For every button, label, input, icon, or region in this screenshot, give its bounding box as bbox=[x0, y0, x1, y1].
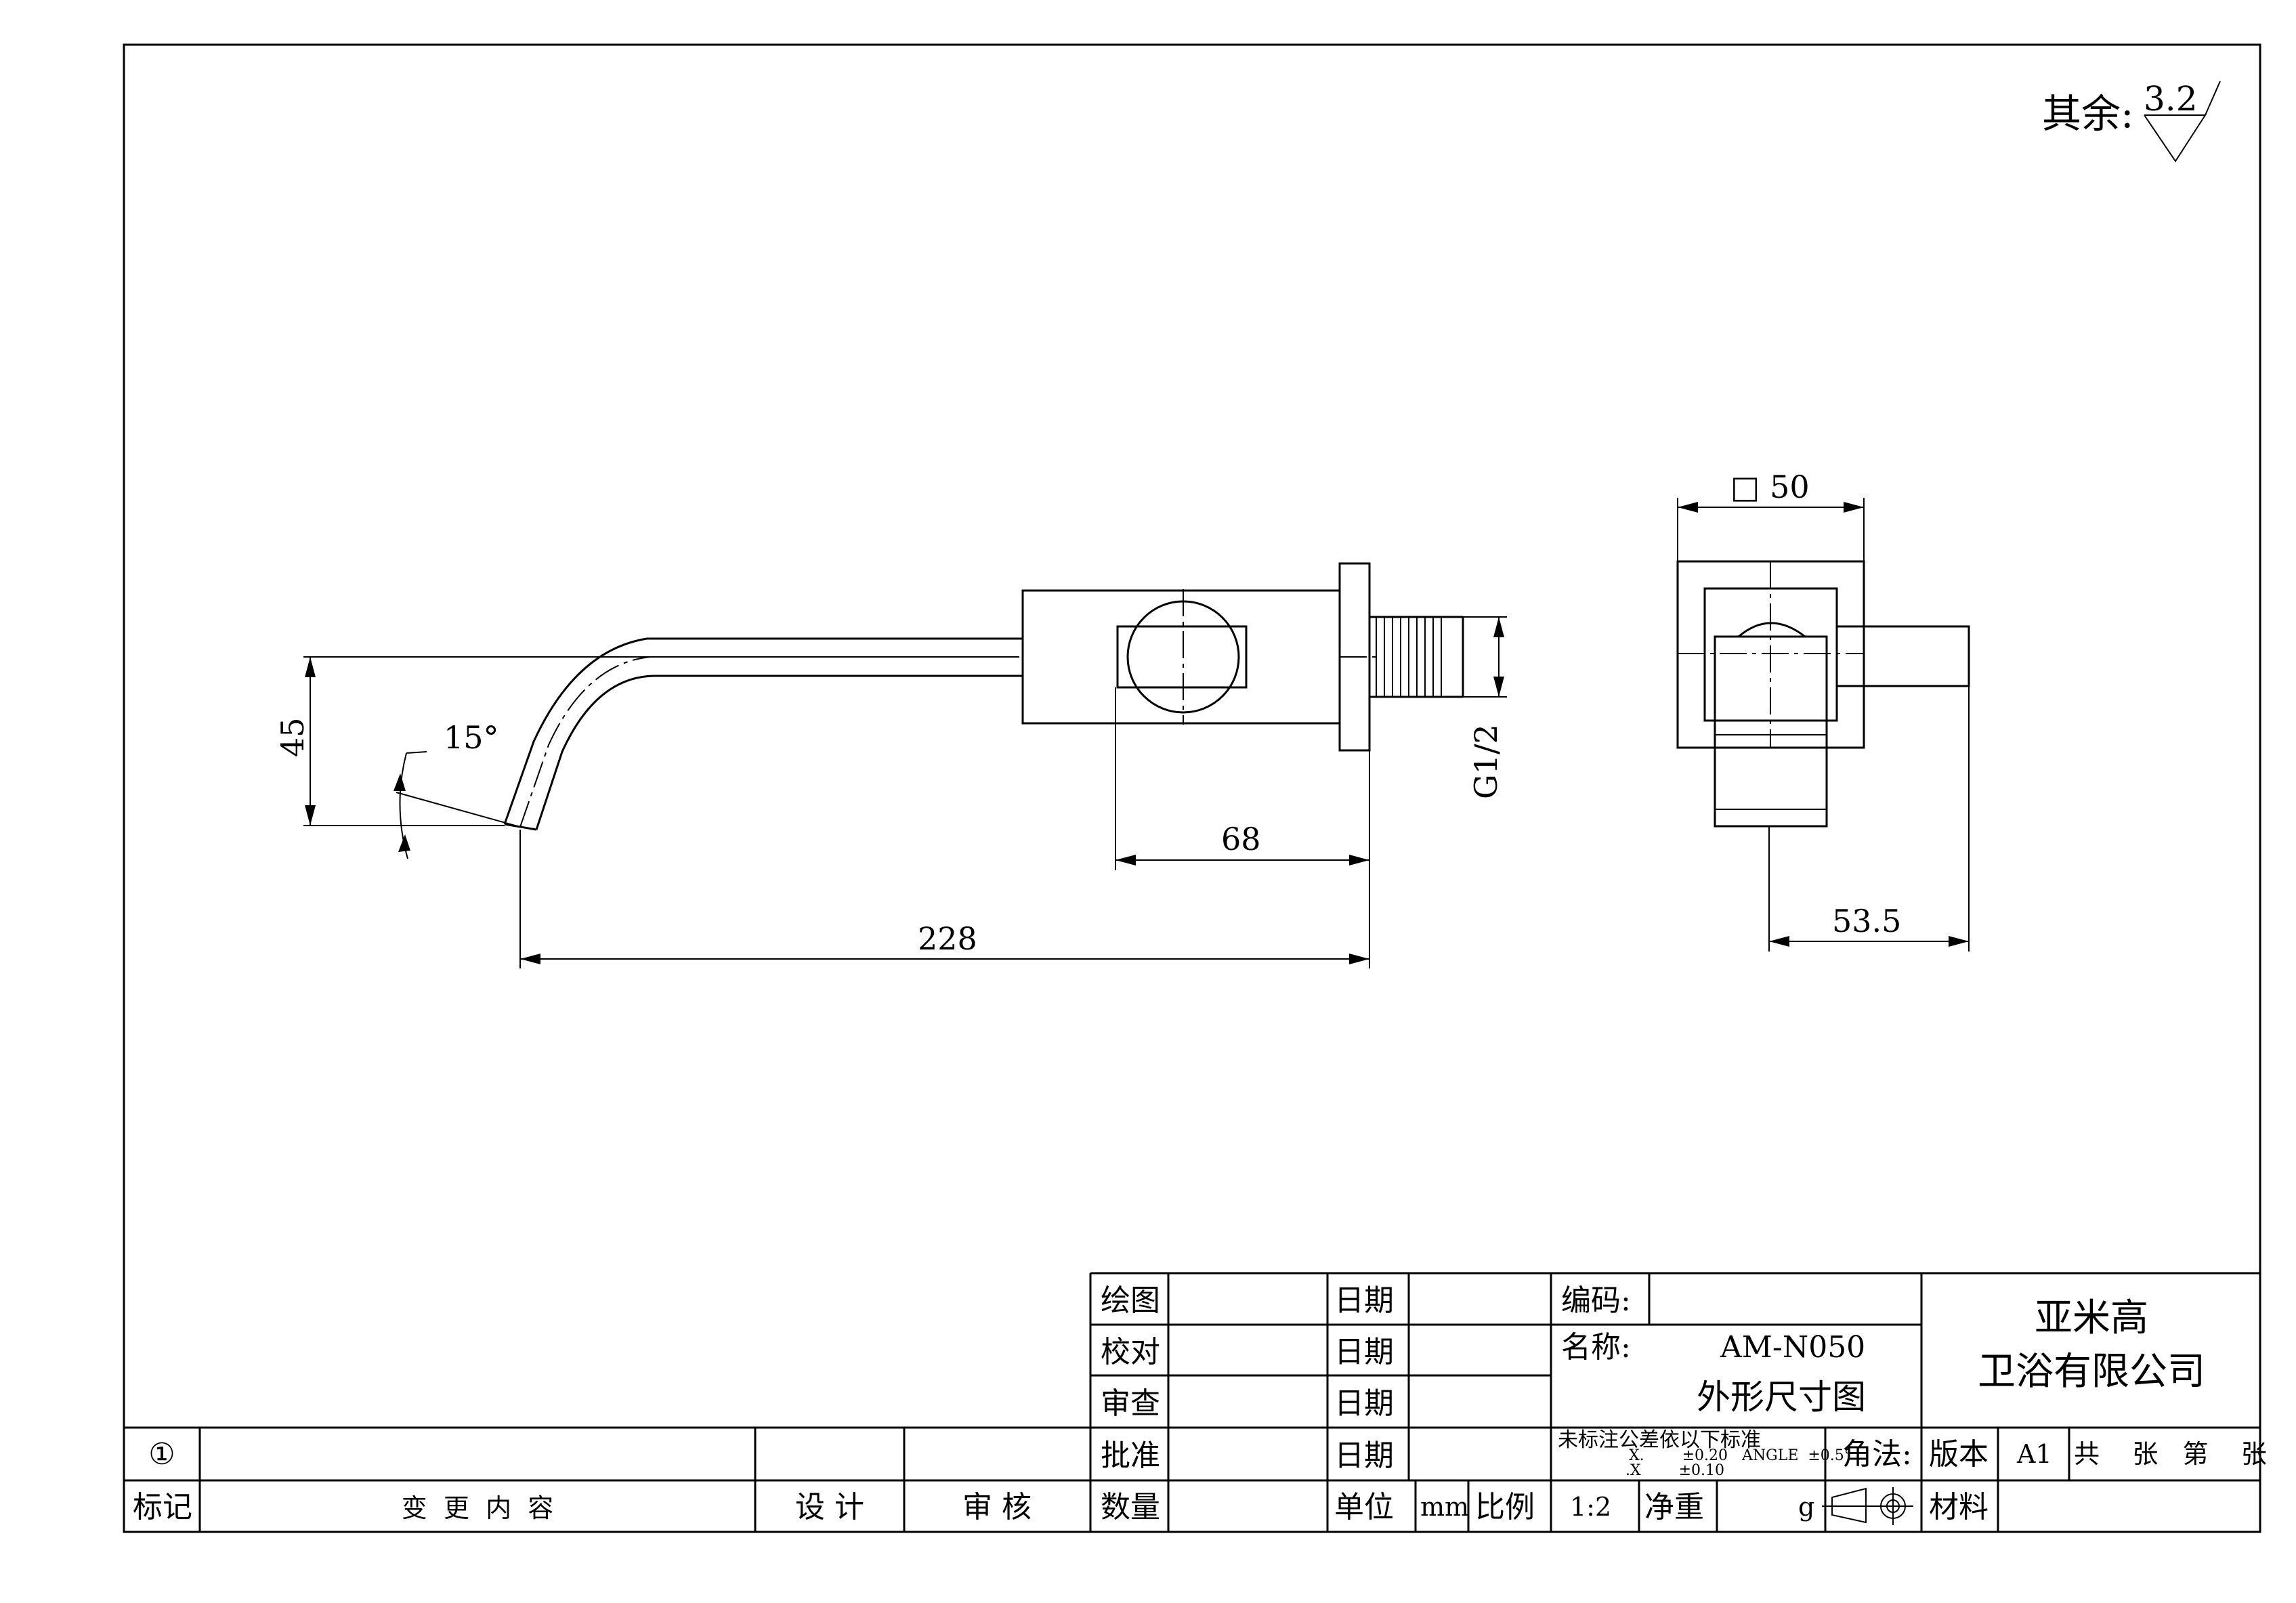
label-date-4: 日期 bbox=[1334, 1438, 1394, 1473]
label-projection: 角法: bbox=[1842, 1437, 1912, 1472]
label-date-1: 日期 bbox=[1334, 1283, 1394, 1318]
dimension-228-label: 228 bbox=[918, 920, 977, 957]
roughness-tick bbox=[2205, 81, 2221, 116]
roughness-prefix: 其余: bbox=[2042, 91, 2134, 137]
dimension-15-label: 15° bbox=[444, 719, 499, 756]
wall-flange bbox=[1338, 562, 1371, 752]
rev-header-content: 变 更 内 容 bbox=[402, 1493, 553, 1523]
tolerance-line-2: .X ±0.10 bbox=[1625, 1462, 1724, 1479]
label-approved-by: 批准 bbox=[1101, 1438, 1160, 1473]
revision-mark: ① bbox=[148, 1437, 175, 1472]
label-version: 版本 bbox=[1929, 1437, 1989, 1472]
unit-value: mm bbox=[1420, 1492, 1469, 1522]
label-name: 名称: bbox=[1561, 1330, 1631, 1365]
version-value: A1 bbox=[2016, 1439, 2052, 1469]
label-reviewed-by: 审查 bbox=[1101, 1386, 1160, 1421]
dimension-68: 68 bbox=[1115, 687, 1370, 870]
side-view: □ 50 53.5 bbox=[1676, 469, 1970, 952]
roughness-value: 3.2 bbox=[2144, 79, 2198, 119]
weight-unit: g bbox=[1798, 1492, 1814, 1522]
thread-connector bbox=[1369, 616, 1464, 698]
dimension-15-degree: 15° bbox=[394, 719, 521, 859]
spout-centerline bbox=[519, 656, 1016, 828]
ratio-value: 1:2 bbox=[1570, 1492, 1611, 1522]
dimension-53-5-label: 53.5 bbox=[1832, 903, 1901, 939]
dimension-thread-label: G1/2 bbox=[1468, 724, 1504, 799]
dimension-square-50: □ 50 bbox=[1677, 469, 1865, 561]
projection-symbol-icon bbox=[1822, 1487, 1913, 1525]
company-name-line-2: 卫浴有限公司 bbox=[1978, 1350, 2205, 1394]
label-date-2: 日期 bbox=[1334, 1335, 1394, 1369]
tolerance-line-1: X. ±0.20 ANGLE ±0.5° bbox=[1629, 1447, 1852, 1464]
drawing-frame bbox=[123, 43, 2261, 1533]
dimension-53-5: 53.5 bbox=[1768, 686, 1970, 952]
handle-lever bbox=[1116, 625, 1248, 689]
dimension-228: 228 bbox=[519, 830, 1370, 968]
handle-hub-arc bbox=[1738, 622, 1806, 638]
label-material: 材料 bbox=[1929, 1490, 1989, 1524]
label-ratio: 比例 bbox=[1475, 1490, 1535, 1524]
dimension-square-50-label: □ 50 bbox=[1730, 469, 1810, 505]
roughness-triangle-icon bbox=[2144, 114, 2207, 163]
tolerance-title: 未标注公差依以下标准 bbox=[1558, 1428, 1761, 1452]
front-view: 45 15° 68 228 bbox=[274, 562, 1507, 968]
handle-side bbox=[1714, 635, 1828, 828]
title-block: 绘图 校对 审查 批准 数量 日期 日期 日期 日期 单位 mm 比例 1:2 … bbox=[124, 1272, 2267, 1532]
model-number: AM-N050 bbox=[1720, 1330, 1865, 1365]
dimension-thread: G1/2 bbox=[1463, 616, 1507, 799]
label-quantity: 数量 bbox=[1101, 1490, 1160, 1524]
label-code: 编码: bbox=[1561, 1283, 1631, 1318]
rev-header-review: 审 核 bbox=[962, 1490, 1032, 1524]
spout-inner-edge bbox=[535, 675, 1023, 830]
rev-header-design: 设 计 bbox=[795, 1490, 864, 1524]
label-unit: 单位 bbox=[1334, 1490, 1394, 1524]
label-date-3: 日期 bbox=[1334, 1386, 1394, 1421]
company-name-line-1: 亚米高 bbox=[2035, 1296, 2148, 1340]
valve-body bbox=[1021, 589, 1341, 725]
dimension-68-label: 68 bbox=[1221, 821, 1261, 857]
label-net-weight: 净重 bbox=[1644, 1490, 1704, 1524]
drawing-title: 外形尺寸图 bbox=[1697, 1377, 1866, 1417]
dimension-45: 45 bbox=[274, 656, 1019, 826]
label-drawn-by: 绘图 bbox=[1101, 1283, 1160, 1318]
spout-outer-edge bbox=[503, 637, 1023, 825]
dimension-45-label: 45 bbox=[274, 717, 311, 757]
sheet-count: 共 张 第 张 bbox=[2074, 1439, 2267, 1469]
label-checked-by: 校对 bbox=[1101, 1335, 1160, 1369]
rev-header-mark: 标记 bbox=[133, 1490, 192, 1524]
roughness-symbol: 其余: 3.2 bbox=[2042, 79, 2221, 163]
thread-side bbox=[1835, 625, 1970, 687]
